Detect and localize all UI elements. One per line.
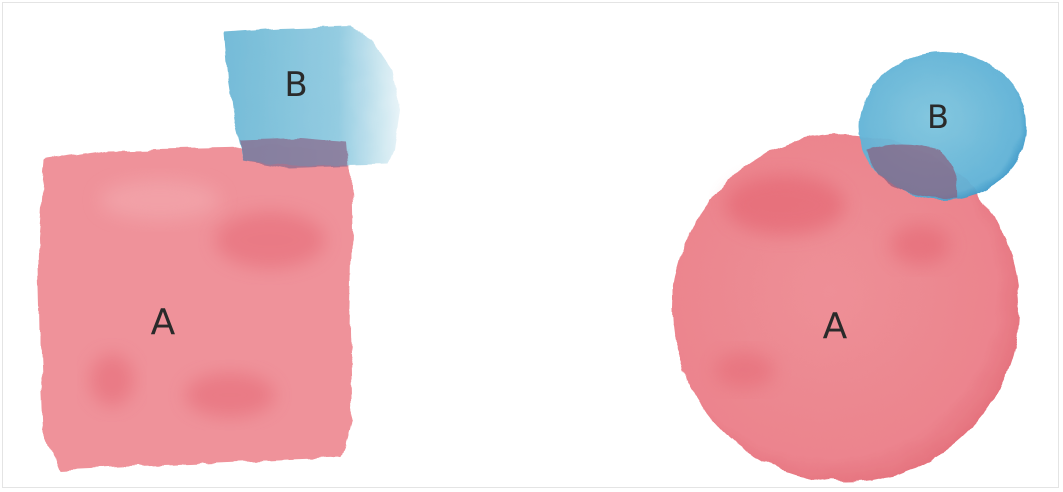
label-a-circle: A	[823, 306, 848, 347]
square-b	[224, 26, 400, 168]
left-pair: A B	[38, 26, 400, 470]
right-pair: A B	[672, 52, 1027, 482]
label-b-circle: B	[927, 98, 949, 136]
square-a	[38, 146, 352, 470]
label-b-square: B	[284, 65, 307, 105]
label-a-square: A	[151, 302, 176, 343]
